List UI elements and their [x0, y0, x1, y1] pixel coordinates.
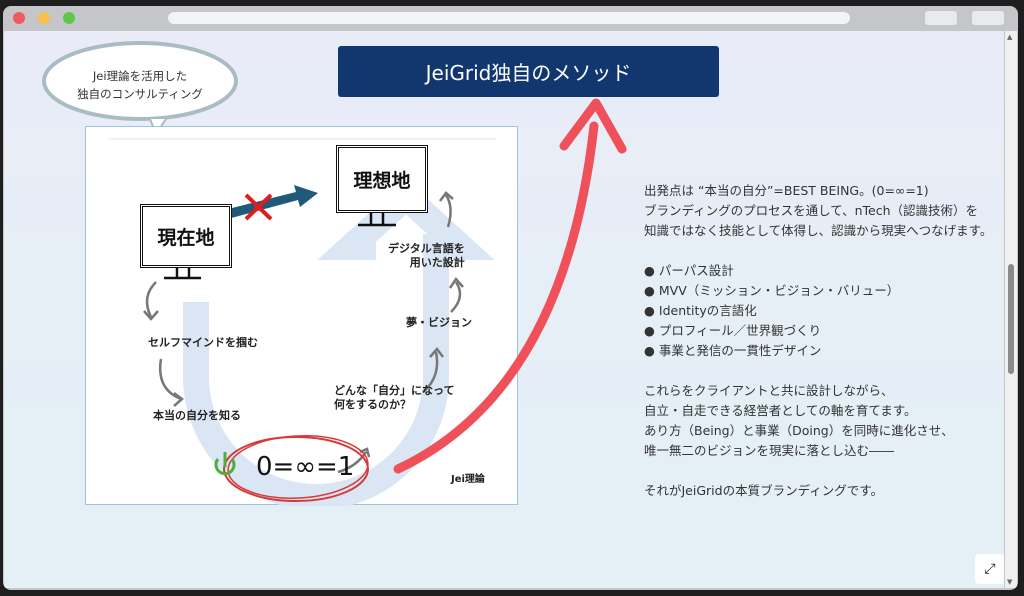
text-line: デジタル言語を	[388, 242, 465, 255]
intro-line: 出発点は “本当の自分”=BEST BEING。(0=∞=1)	[644, 183, 929, 198]
minimize-button[interactable]	[38, 12, 50, 24]
formula-text: 0=∞=1	[256, 452, 355, 482]
page-content: Jei理論を活用した 独自のコンサルティング JeiGrid独自のメソッド	[4, 31, 1004, 588]
bubble-text: Jei理論を活用した 独自のコンサルティング	[70, 67, 210, 103]
step-dream-vision: 夢・ビジョン	[406, 316, 472, 329]
body-line: これらをクライアントと共に設計しながら、	[644, 383, 894, 398]
bullet-item: ● Identityの言語化	[644, 303, 757, 318]
address-bar[interactable]	[168, 12, 850, 24]
bullet-item: ● パーパス設計	[644, 263, 734, 278]
expand-button[interactable]: ⤢	[975, 554, 1004, 584]
ideal-monitor: 理想地	[336, 145, 428, 213]
toolbar-button[interactable]	[972, 11, 1004, 25]
power-icon	[214, 452, 236, 476]
scrollbar-thumb[interactable]	[1008, 264, 1014, 374]
credit-label: Jei理論	[451, 474, 485, 485]
scroll-up-icon[interactable]: ▲	[1007, 33, 1013, 41]
text-line: 何をするのか？	[334, 398, 411, 411]
current-monitor: 現在地	[140, 204, 232, 268]
blue-arrow-icon	[216, 185, 318, 221]
scroll-down-icon[interactable]: ▼	[1007, 578, 1013, 586]
intro-line: ブランディングのプロセスを通して、nTech（認識技術）を	[644, 203, 979, 218]
bullet-item: ● MVV（ミッション・ビジョン・バリュー）	[644, 283, 900, 298]
text-line: どんな「自分」になって	[334, 384, 455, 397]
body-line: あり方（Being）と事業（Doing）を同時に進化させ、	[644, 423, 954, 438]
step-true-self: 本当の自分を知る	[153, 409, 241, 422]
close-button[interactable]	[13, 12, 25, 24]
scrollbar[interactable]: ▲ ▼	[1005, 31, 1017, 588]
bubble-line: Jei理論を活用した	[92, 69, 188, 83]
body-line: 唯一無二のビジョンを現実に落とし込む――	[644, 443, 895, 458]
bullet-item: ● プロフィール／世界観づくり	[644, 323, 822, 338]
toolbar-button[interactable]	[925, 11, 957, 25]
title-bar	[3, 6, 1018, 31]
method-title-button[interactable]: JeiGrid独自のメソッド	[338, 46, 719, 97]
bullet-item: ● 事業と発信の一貫性デザイン	[644, 343, 822, 358]
closing-line: それがJeiGridの本質ブランディングです。	[644, 483, 883, 498]
step-digital-language: デジタル言語を用いた設計	[388, 242, 465, 270]
bubble-line: 独自のコンサルティング	[77, 87, 203, 101]
formula-circle-icon	[223, 436, 369, 502]
maximize-button[interactable]	[63, 12, 75, 24]
expand-icon: ⤢	[984, 561, 996, 577]
step-question: どんな「自分」になって何をするのか？	[334, 384, 454, 412]
text-line: 用いた設計	[409, 256, 465, 269]
step-self-mind: セルフマインドを掴む	[148, 336, 258, 349]
jei-theory-diagram: 現在地 理想地 セルフマインドを掴む 本当の自分を知る どんな「自分」になって何…	[85, 126, 518, 506]
cross-icon	[244, 193, 273, 221]
intro-line: 知識ではなく技能として体得し、認識から現実へつなげます。	[644, 223, 993, 238]
body-line: 自立・自走できる経営者としての軸を育てます。	[644, 403, 917, 418]
browser-window: Jei理論を活用した 独自のコンサルティング JeiGrid独自のメソッド	[3, 6, 1018, 590]
description: 出発点は “本当の自分”=BEST BEING。(0=∞=1) ブランディングのプ…	[644, 181, 992, 521]
speech-bubble: Jei理論を活用した 独自のコンサルティング	[40, 39, 240, 137]
